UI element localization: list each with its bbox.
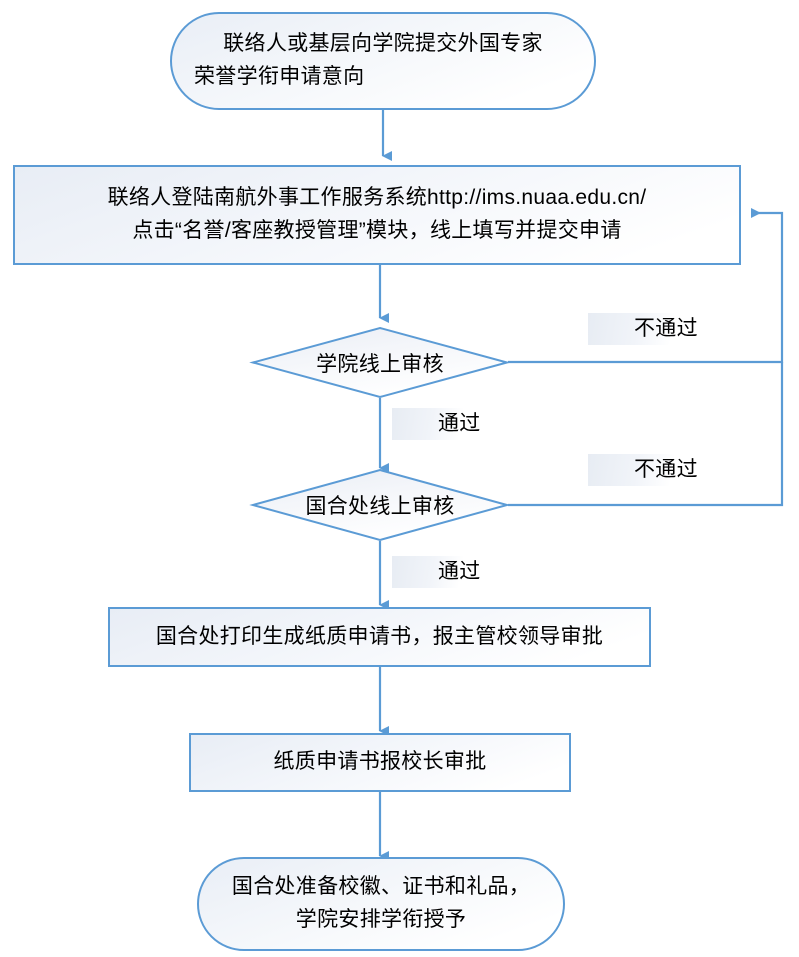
node-start-line-1: 联络人或基层向学院提交外国专家 bbox=[223, 32, 543, 56]
node-college-review[interactable]: 学院线上审核 bbox=[249, 326, 511, 399]
node-ceremony-line-1: 国合处准备校徽、证书和礼品， bbox=[231, 875, 531, 899]
node-president-approval[interactable]: 纸质申请书报校长审批 bbox=[189, 733, 571, 792]
edge-label-college-pass: 通过 bbox=[392, 408, 487, 441]
node-print-paper-application[interactable]: 国合处打印生成纸质申请书，报主管校领导审批 bbox=[108, 607, 651, 667]
node-submit-line-1: 联络人登陆南航外事工作服务系统http://ims.nuaa.edu.cn/ bbox=[107, 186, 647, 210]
node-office-review-label: 国合处线上审核 bbox=[305, 495, 455, 518]
node-start[interactable]: 联络人或基层向学院提交外国专家 荣誉学衔申请意向 bbox=[170, 12, 596, 110]
node-president-approval-label: 纸质申请书报校长审批 bbox=[273, 750, 487, 774]
node-print-paper-label: 国合处打印生成纸质申请书，报主管校领导审批 bbox=[155, 624, 604, 648]
node-ceremony-line-2: 学院安排学衔授予 bbox=[295, 908, 467, 931]
college-review-diamond-shape bbox=[249, 326, 511, 399]
edge-label-college-reject: 不通过 bbox=[588, 313, 704, 346]
node-office-review[interactable]: 国合处线上审核 bbox=[249, 468, 511, 542]
node-ceremony-preparation[interactable]: 国合处准备校徽、证书和礼品， 学院安排学衔授予 bbox=[197, 857, 565, 951]
node-start-line-2: 荣誉学衔申请意向 bbox=[194, 65, 365, 88]
edge-label-office-pass: 通过 bbox=[392, 556, 487, 589]
node-submit-line-2: 点击“名誉/客座教授管理”模块，线上填写并提交申请 bbox=[132, 219, 622, 242]
node-college-review-label: 学院线上审核 bbox=[316, 352, 444, 376]
node-submit-application[interactable]: 联络人登陆南航外事工作服务系统http://ims.nuaa.edu.cn/ 点… bbox=[13, 165, 741, 265]
office-review-diamond-shape bbox=[249, 468, 511, 542]
edge-label-office-reject: 不通过 bbox=[588, 454, 704, 487]
